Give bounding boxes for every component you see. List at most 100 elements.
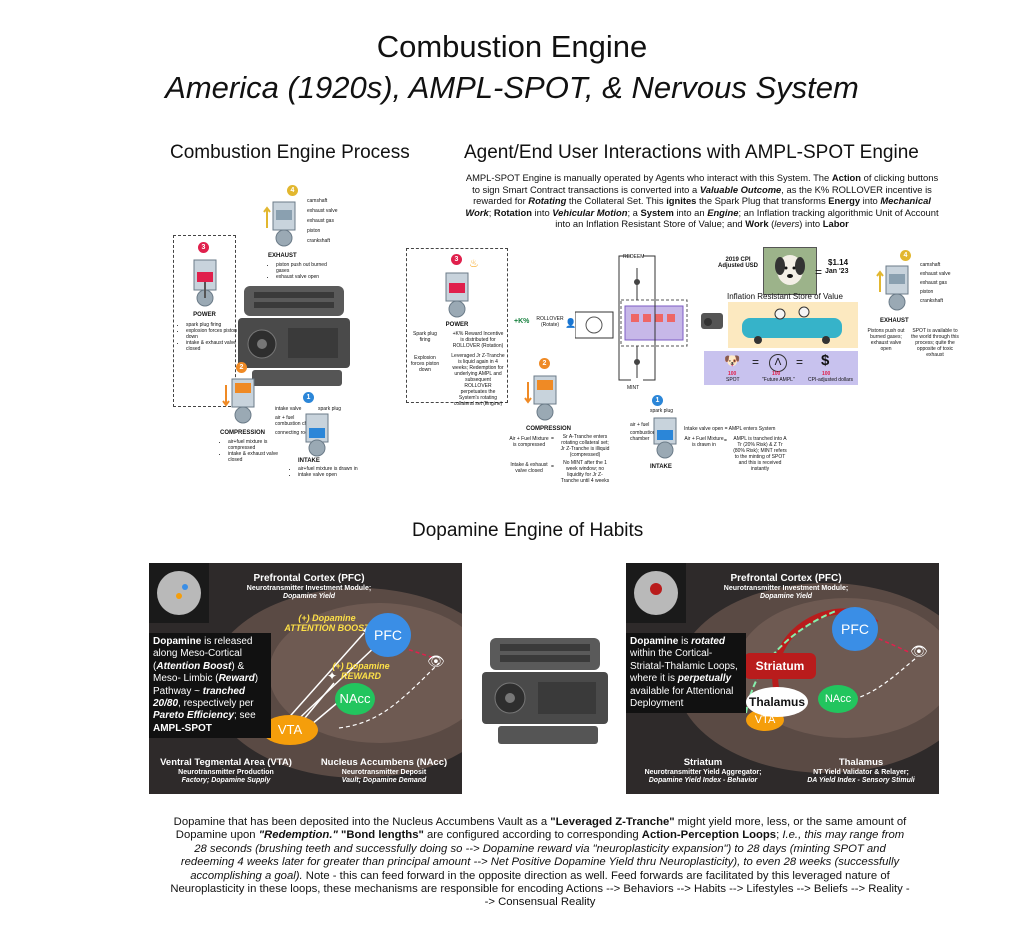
k-percent-label: +K% — [514, 318, 530, 325]
explosion-note: Leveraged Jr Z-Tranche is liquid again i… — [451, 353, 505, 407]
desc-part: is released along Meso-Cortical ( — [153, 636, 253, 672]
desc-part: tranched 20/80 — [153, 685, 245, 710]
ampl-exhaust-labels: camshaft exhaust valve exhaust gas pisto… — [920, 262, 951, 304]
intake-label: intake valve — [275, 406, 302, 412]
striatum-subtitle-2: Dopamine Yield Index - Behavior — [648, 777, 758, 784]
ampl-compression-title: COMPRESSION — [526, 426, 572, 432]
ampl-exhaust-label: crankshaft — [920, 298, 944, 304]
footer-part: Dopamine that has been deposited into th… — [173, 816, 551, 828]
ampl-intake-r0: Intake valve open = AMPL enters System — [684, 426, 776, 432]
ampl-compression-r2: No MINT after the 1 week window; no liqu… — [560, 460, 610, 484]
svg-text:✦: ✦ — [327, 669, 337, 683]
exhaust-title: EXHAUST — [268, 253, 297, 259]
right-nacc-node: NAcc — [818, 685, 858, 713]
intro-part: ; a — [627, 206, 641, 218]
store-of-value-illustration — [728, 302, 858, 348]
ampl-intake-r1: AMPL is tranched into A Tr (20% Risk) & … — [733, 436, 787, 472]
intake-labels: intake valve air + fuel combustion chamb… — [275, 406, 321, 436]
agent-intro-text: AMPL-SPOT Engine is manually operated by… — [462, 172, 942, 230]
ampl-compression-l1: Air + Fuel Mixture is compressed — [509, 436, 549, 448]
collateral-flow-diagram — [575, 255, 688, 381]
intake-label: combustion chamber — [275, 421, 322, 427]
ampl-intake-labels: air + fuel combustion chamber — [630, 422, 656, 442]
equation-b: "Future AMPL" — [762, 377, 795, 383]
intro-part: Vehicular Motion — [552, 206, 628, 218]
reward-line: (+) Dopamine — [332, 661, 390, 671]
equals-icon-2: = — [796, 355, 804, 369]
power-cylinder-icon — [193, 259, 217, 307]
striatum-node: Striatum — [744, 653, 816, 679]
ampl-exhaust-label: exhaust valve — [920, 271, 951, 277]
ampl-lambda-icon: Λ — [769, 354, 787, 372]
ampl-exhaust-number-badge: 4 — [900, 250, 911, 261]
equation-a: SPOT — [726, 377, 740, 383]
intro-part: Work — [745, 218, 769, 230]
exhaust-label: camshaft — [307, 198, 328, 204]
desc-part: is — [678, 636, 692, 647]
ampl-power-box: 3 ♨ POWER Spark plug firing +K% Reward I… — [406, 248, 508, 407]
ampl-exhaust-cylinder-icon — [876, 265, 909, 311]
reward-label: (+) Dopamine REWARD — [325, 661, 397, 681]
nacc-node: NAcc — [335, 683, 375, 715]
ampl-intake-spark-label: spark plug — [650, 408, 674, 414]
desc-part: Dopamine — [153, 636, 202, 647]
intake-title: INTAKE — [298, 458, 320, 464]
exhaust-note: piston push out burned gases — [276, 262, 336, 274]
reward-line: REWARD — [341, 671, 381, 681]
user-icon: 👤 — [565, 318, 577, 328]
intro-part: of clicking buttons to sign Smart Contra… — [472, 172, 939, 195]
intro-part: Energy — [828, 195, 861, 207]
ampl-power-cylinder-icon — [445, 272, 469, 318]
nacc-title: Nucleus Accumbens (NAcc) — [320, 757, 448, 768]
intake-label: air + fuel — [275, 415, 295, 421]
compression-note: intake & exhaust valve closed — [228, 451, 288, 463]
exhaust-note: exhaust valve open — [276, 274, 336, 280]
mint-label: MINT — [627, 385, 640, 391]
ampl-exhaust-right-note: SPOT is available to the world through t… — [911, 328, 959, 358]
agent-interactions-heading: Agent/End User Interactions with AMPL-SP… — [464, 142, 919, 163]
engine-block-icon — [238, 286, 350, 386]
equals-icon: = — [724, 438, 727, 444]
desc-part: Pareto Efficiency — [153, 710, 234, 722]
ampl-compression-l2: Intake & exhaust valve closed — [510, 462, 548, 474]
footer-part: I.e., this may range from 28 seconds (br… — [180, 829, 905, 882]
flame-icon: ♨ — [469, 258, 479, 270]
vta-node: VTA — [262, 715, 318, 745]
intro-part: ignites — [666, 195, 697, 207]
footer-part: "Bond lengths" — [340, 829, 424, 842]
ampl-compression-r1: Sr A-Tranche enters rotating collateral … — [560, 434, 610, 458]
thalamus-node: Thalamus — [746, 687, 808, 717]
intro-part: into — [531, 206, 553, 218]
ampl-intake-label: air + fuel — [630, 422, 650, 428]
exhaust-label: exhaust valve — [307, 208, 338, 214]
cpi-value: $1.14 — [828, 258, 849, 267]
power-notes: spark plug firing explosion forces pisto… — [178, 322, 242, 352]
attention-boost-label: (+) Dopamine ATTENTION BOOST — [281, 613, 373, 633]
vta-subtitle-2: Factory; Dopamine Supply — [181, 777, 271, 784]
intro-part: ; an Inflation tracking algorithmic Unit… — [555, 206, 939, 230]
compression-number-badge: 2 — [236, 362, 247, 373]
vta-title: Ventral Tegmental Area (VTA) — [160, 757, 292, 768]
intro-part: System — [640, 206, 674, 218]
intro-part: Rotating — [528, 195, 567, 207]
thalamus-subtitle: NT Yield Validator & Relayer; — [813, 769, 909, 776]
explosion-label: Explosion forces piston down — [410, 355, 440, 373]
dopamine-release-description: Dopamine is released along Meso-Cortical… — [149, 633, 271, 739]
power-note: explosion forces piston down — [186, 328, 242, 340]
ampl-exhaust-label: piston — [920, 289, 934, 295]
striatum-subtitle: Neurotransmitter Yield Aggregator; — [644, 769, 762, 776]
combustion-process-heading: Combustion Engine Process — [170, 142, 410, 163]
thalamus-subtitle-2: DA Yield Index - Sensory Stimuli — [807, 777, 915, 784]
dollar-sign-icon: $ — [821, 352, 830, 369]
power-number-badge: 3 — [198, 242, 209, 253]
intake-note: intake valve open — [298, 472, 358, 478]
dog-portrait-icon — [775, 255, 805, 285]
desc-part: Reward — [218, 673, 255, 685]
intro-part: , as the K% ROLLOVER incentive is reward… — [473, 183, 932, 207]
ampl-compression-number-badge: 2 — [539, 358, 550, 369]
pfc-title: Prefrontal Cortex (PFC) — [253, 573, 365, 584]
equals-icon: = — [551, 464, 554, 470]
footer-part: might yield more, less, or the same amou… — [175, 816, 907, 842]
rollover-label: ROLLOVER (Rotate) — [536, 316, 564, 328]
exhaust-labels: camshaft exhaust valve exhaust gas pisto… — [307, 198, 338, 244]
